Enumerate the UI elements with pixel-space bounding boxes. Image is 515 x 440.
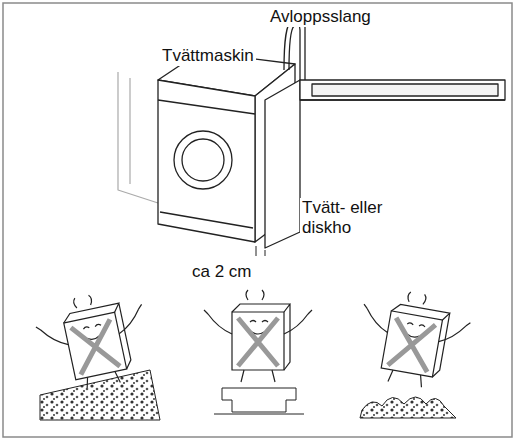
part-label: Tvätt- eller diskho	[300, 198, 414, 237]
frame	[3, 3, 512, 437]
wrong-placement-figures	[32, 284, 474, 420]
part-label: Avloppsslang	[268, 7, 373, 27]
drain-hose	[284, 18, 305, 82]
dimension-label: ca 2 cm	[190, 262, 254, 282]
wall	[118, 72, 158, 203]
part-label: Tvättmaskin	[160, 46, 256, 66]
gap-dimension	[256, 246, 265, 256]
sink	[265, 80, 505, 248]
